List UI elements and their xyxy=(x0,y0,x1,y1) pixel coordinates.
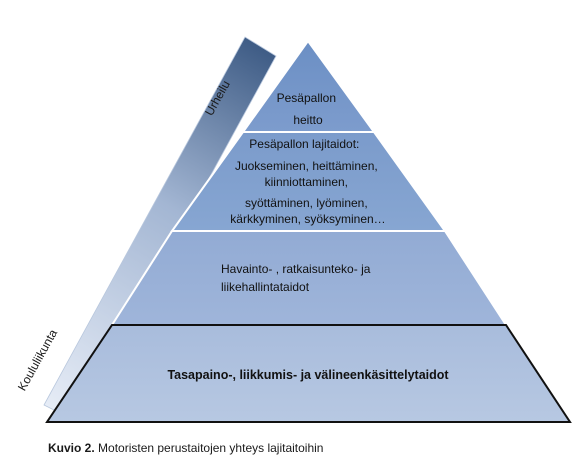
level-4-label: Tasapaino-, liikkumis- ja välineenkäsitt… xyxy=(167,368,449,382)
level-3-line: Havainto- , ratkaisunteko- ja xyxy=(221,262,371,276)
svg-text:Pesäpallon lajitaidot: J: Pesäpallon lajitaidot: Juokseminen, heit… xyxy=(230,137,385,226)
axis-label-koululiikunta: Koululiikunta xyxy=(15,327,60,394)
pyramid-level-3 xyxy=(110,230,508,326)
caption-text: Motoristen perustaitojen yhteys lajitait… xyxy=(98,441,324,455)
level-2-line: syöttäminen, lyöminen, xyxy=(245,196,368,210)
level-2-line: kärkkyminen, syöksyminen… xyxy=(230,212,385,226)
level-2-heading: Pesäpallon lajitaidot: xyxy=(249,137,359,151)
pyramid xyxy=(45,39,572,423)
level-1-line: Pesäpallon xyxy=(277,91,336,105)
level-3-line: liikehallintataidot xyxy=(221,280,310,294)
figure-caption: Kuvio 2. Motoristen perustaitojen yhteys… xyxy=(48,441,323,455)
svg-text:Havainto- , ratkaisunteko- ja: Havainto- , ratkaisunteko- ja liikehalli… xyxy=(221,262,374,294)
level-2-line: Juokseminen, heittäminen, xyxy=(235,159,378,173)
level-1-line: heitto xyxy=(293,113,323,127)
svg-text:Pesäpallon heitto: Pesäpallon heitto xyxy=(277,91,340,127)
level-2-line: kiinniottaminen, xyxy=(265,175,348,189)
pyramid-diagram: Urheilu Koululiikunta Pesäpallon heitto … xyxy=(15,36,572,423)
caption-label: Kuvio 2. xyxy=(48,441,95,455)
pyramid-level-4 xyxy=(45,324,572,423)
